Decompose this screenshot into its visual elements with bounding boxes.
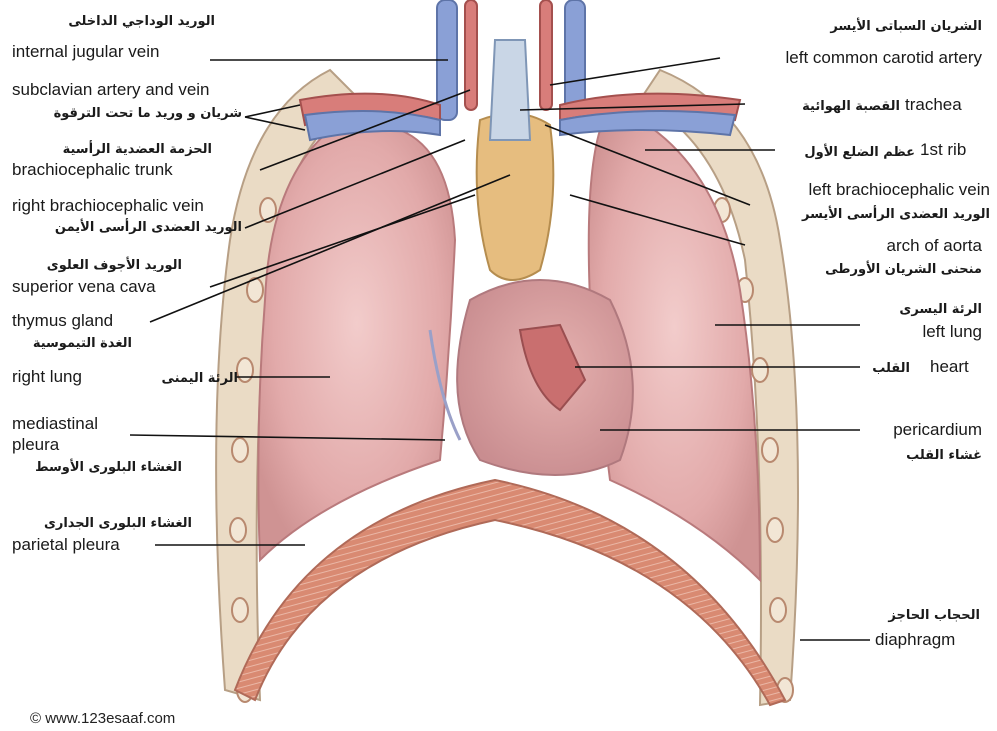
- heart-ar-label: القلب: [860, 359, 910, 379]
- pericardium-ar-label: غشاء القلب: [860, 446, 982, 466]
- pericardium-en-label: pericardium: [860, 420, 982, 440]
- diaphragm-en-label: diaphragm: [875, 630, 955, 650]
- right-lung-en-label: right lung: [12, 367, 82, 387]
- subclavian-ar-label: شريان و وريد ما تحت الترقوة: [12, 104, 242, 124]
- internal-jugular-ar-label: الوريد الوداجي الداخلى: [40, 12, 215, 32]
- vessels: [300, 0, 740, 140]
- left-carotid-ar-label: الشريان السباتى الأيسر: [760, 17, 982, 37]
- left-brachiocephalic-ar-label: الوريد العضدى الرأسى الأيسر: [760, 205, 990, 225]
- internal-jugular-en-label: internal jugular vein: [12, 42, 159, 62]
- first-rib-ar-label: عظم الضلع الأول: [780, 143, 915, 163]
- parietal-ar-label: الغشاء البلورى الجدارى: [12, 514, 192, 534]
- aorta-en-label: arch of aorta: [750, 236, 982, 256]
- left-carotid-en-label: left common carotid artery: [700, 48, 982, 68]
- right-brachiocephalic-ar-label: الوريد العضدى الرأسى الأيمن: [12, 218, 242, 238]
- svc-ar-label: الوريد الأجوف العلوى: [12, 256, 182, 276]
- left-lung-ar-label: الرئة اليسرى: [860, 300, 982, 320]
- mediastinal-en-label-2: pleura: [12, 435, 59, 455]
- right-brachiocephalic-en-label: right brachiocephalic vein: [12, 196, 204, 216]
- mediastinal-en-label-1: mediastinal: [12, 414, 98, 434]
- svc-en-label: superior vena cava: [12, 277, 156, 297]
- trachea-en-label: trachea: [905, 95, 962, 115]
- brachiocephalic-trunk-ar-label: الحزمة العضدية الرأسية: [12, 140, 212, 160]
- copyright-text: © www.123esaaf.com: [30, 710, 175, 727]
- first-rib-en-label: 1st rib: [920, 140, 966, 160]
- heart-en-label: heart: [930, 357, 969, 377]
- thymus-en-label: thymus gland: [12, 311, 113, 331]
- parietal-en-label: parietal pleura: [12, 535, 120, 555]
- right-lung-ar-label: الرئة اليمنى: [128, 369, 238, 389]
- thymus-ar-label: الغدة التيموسية: [12, 334, 132, 354]
- brachiocephalic-trunk-en-label: brachiocephalic trunk: [12, 160, 173, 180]
- left-brachiocephalic-en-label: left brachiocephalic vein: [700, 180, 990, 200]
- diaphragm-ar-label: الحجاب الحاجز: [850, 606, 980, 626]
- right-lung-shape: [258, 130, 455, 560]
- aorta-ar-label: منحنى الشريان الأورطى: [780, 260, 982, 280]
- left-lung-en-label: left lung: [860, 322, 982, 342]
- subclavian-en-label: subclavian artery and vein: [12, 80, 210, 100]
- trachea-ar-label: القصبة الهوائية: [752, 97, 900, 117]
- mediastinal-ar-label: الغشاء البلورى الأوسط: [12, 458, 182, 478]
